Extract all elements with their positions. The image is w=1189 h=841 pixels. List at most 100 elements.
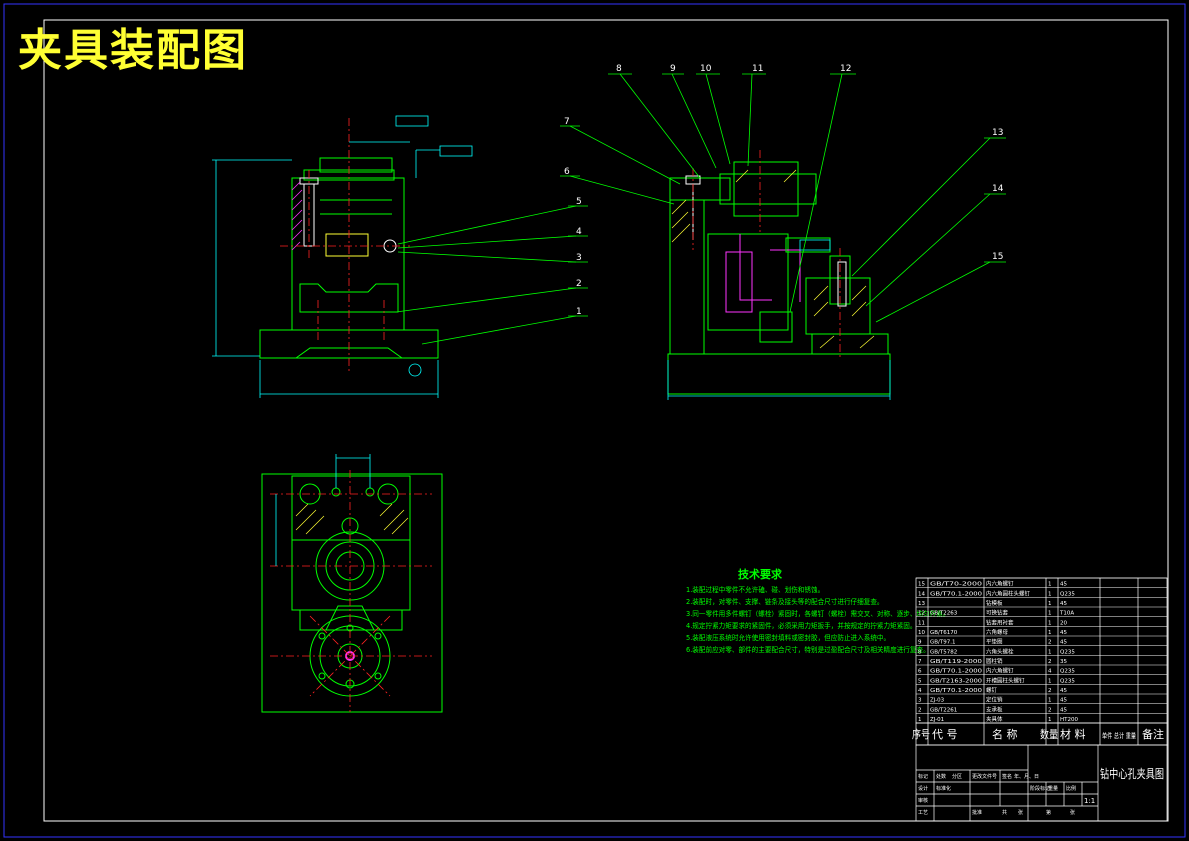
- balloon-3: 3: [576, 253, 582, 263]
- front-view-dimensions: [212, 115, 473, 398]
- balloon-labels: 1 2 3 4 5 6 7 8 9 10 11 12 13 14 15: [564, 64, 1004, 317]
- top-view-centerlines: [270, 470, 432, 712]
- tech-req-item-1: 1.装配过程中零件不允许磕、碰、划伤和锈蚀。: [686, 585, 824, 594]
- bom-cell-code: GB/T70.1-2000: [930, 688, 983, 694]
- bom-cell-code: GB/T97.1: [930, 640, 956, 646]
- bom-cell-code: GB/T70-2000: [930, 582, 983, 588]
- bom-cell-material: 35: [1060, 659, 1067, 665]
- title-block-label: 审核: [918, 797, 928, 804]
- front-view-hatch: [291, 181, 303, 251]
- balloon-7: 7: [564, 117, 570, 127]
- bom-cell-no: 4: [918, 688, 922, 694]
- bom-cell-no: 1: [918, 717, 922, 723]
- bom-cell-name: 夹具体: [986, 715, 1003, 723]
- balloon-10: 10: [700, 64, 712, 74]
- title-block-label: 标准化: [936, 785, 951, 792]
- bom-cell-name: 六角螺母: [986, 628, 1009, 636]
- title-block-label: 分区: [952, 773, 962, 780]
- top-view: [261, 473, 443, 713]
- balloon-5: 5: [576, 197, 582, 207]
- balloon-13: 13: [992, 128, 1003, 138]
- bom-header: 序号 代 号 名 称 数量 材 料 单件 总计 重量 备注: [912, 727, 1164, 741]
- bom-cell-name: 六角头螺栓: [986, 647, 1014, 655]
- top-view-hatch: [295, 503, 409, 535]
- bom-cell-name: 支承板: [986, 705, 1003, 713]
- bom-header-material: 材 料: [1060, 727, 1086, 741]
- bom-cell-name: 内六角圆柱头螺钉: [986, 589, 1031, 597]
- bom-header-remark: 备注: [1142, 727, 1164, 741]
- bom-cell-code: GB/T6170: [930, 630, 958, 636]
- top-view-dimensions: [275, 454, 371, 566]
- bom-cell-qty: 1: [1048, 630, 1052, 636]
- bom-cell-qty: 1: [1048, 620, 1052, 626]
- bom-cell-name: 内六角螺钉: [986, 667, 1014, 675]
- bom-cell-no: 5: [918, 678, 922, 684]
- title-block-label: 张: [1070, 809, 1075, 816]
- bom-cell-material: 45: [1060, 582, 1067, 588]
- bom-cell-material: Q235: [1060, 649, 1075, 655]
- bom-header-name: 名 称: [992, 727, 1018, 741]
- drawing-name: 钻中心孔夹具图: [1100, 766, 1164, 781]
- title-block-label: 年、月、日: [1014, 773, 1039, 780]
- bom-cell-qty: 4: [1048, 669, 1052, 675]
- bom-cell-no: 6: [918, 669, 922, 675]
- bom-cell-code: ZJ-03: [930, 698, 945, 704]
- bom-cell-no: 9: [918, 640, 922, 646]
- balloon-12: 12: [840, 64, 851, 74]
- bom-cell-name: 钻模板: [986, 599, 1003, 607]
- bom-cell-no: 15: [918, 582, 925, 588]
- title-block-label: 更改文件号: [972, 773, 997, 780]
- bom-cell-code: GB/T5782: [930, 649, 957, 655]
- bom-cell-code: GB/T70.1-2000: [930, 591, 983, 597]
- bom-cell-no: 12: [918, 611, 925, 617]
- title-block: [915, 744, 1168, 822]
- title-block-label: 工艺: [918, 810, 928, 816]
- title-block-label: 签名: [1002, 773, 1012, 780]
- title-block-label: 阶段标记: [1030, 785, 1050, 792]
- bom-cell-material: T10A: [1059, 611, 1074, 617]
- bom-cell-material: 45: [1060, 601, 1067, 607]
- bom-cell-no: 11: [918, 620, 925, 626]
- bom-header-code: 代 号: [932, 728, 958, 741]
- side-view-centerlines: [692, 150, 841, 360]
- bom-cell-name: 内六角螺钉: [986, 580, 1014, 588]
- bom-cell-qty: 1: [1048, 611, 1052, 617]
- bom-cell-material: 45: [1060, 698, 1067, 704]
- bom-cell-qty: 1: [1048, 698, 1052, 704]
- bom-cell-material: 45: [1060, 707, 1067, 713]
- technical-requirements: 技术要求 1.装配过程中零件不允许磕、碰、划伤和锈蚀。 2.装配时，对零件、支撑…: [686, 567, 949, 654]
- balloon-11: 11: [752, 64, 763, 74]
- title-block-label: 比例: [1066, 785, 1076, 792]
- bom-cell-no: 2: [918, 707, 922, 713]
- bom-header-weight: 单件 总计 重量: [1102, 731, 1136, 740]
- bom-cell-name: 圆柱销: [986, 657, 1003, 665]
- bom-cell-name: 定位销: [986, 696, 1003, 704]
- bom-cell-code: GB/T2261: [930, 707, 957, 713]
- tech-req-item-4: 4.规定拧紧力矩要求的紧固件，必须采用力矩扳手，并按规定的拧紧力矩紧固。: [686, 621, 916, 630]
- title-block-label: 处数: [936, 773, 946, 780]
- title-block-labels: 标记处数分区更改文件号签名年、月、日设计标准化阶段标记重量比例审核工艺批准共张第…: [918, 773, 1076, 816]
- title-block-label: 标记: [918, 773, 928, 780]
- bom-cell-qty: 1: [1048, 717, 1052, 723]
- balloon-6: 6: [564, 167, 570, 177]
- side-view: [667, 161, 891, 395]
- inner-border: [43, 19, 1169, 822]
- bom-cell-no: 8: [918, 649, 922, 655]
- bom-cell-qty: 2: [1048, 707, 1052, 713]
- bom-cell-qty: 1: [1048, 649, 1052, 655]
- bom-cell-qty: 2: [1048, 640, 1052, 646]
- bom-cell-no: 10: [918, 630, 925, 636]
- bom-cell-no: 7: [918, 659, 922, 665]
- tech-req-item-5: 5.装配液压系统时允许使用密封填料或密封胶，但应防止进入系统中。: [686, 633, 890, 642]
- bom-cell-name: 开槽圆柱头螺钉: [986, 676, 1025, 684]
- tech-req-item-6: 6.装配前应对零、部件的主要配合尺寸，特别是过盈配合尺寸及相关精度进行复查。: [686, 645, 930, 654]
- sheet-title: 夹具装配图: [18, 25, 248, 76]
- bom-header-qty: 数量: [1040, 728, 1058, 741]
- bom-cell-qty: 2: [1048, 688, 1052, 694]
- bom-cell-qty: 1: [1048, 591, 1052, 597]
- balloon-1: 1: [576, 307, 582, 317]
- bom-cell-qty: 1: [1048, 601, 1052, 607]
- title-block-label: 第: [1046, 809, 1051, 816]
